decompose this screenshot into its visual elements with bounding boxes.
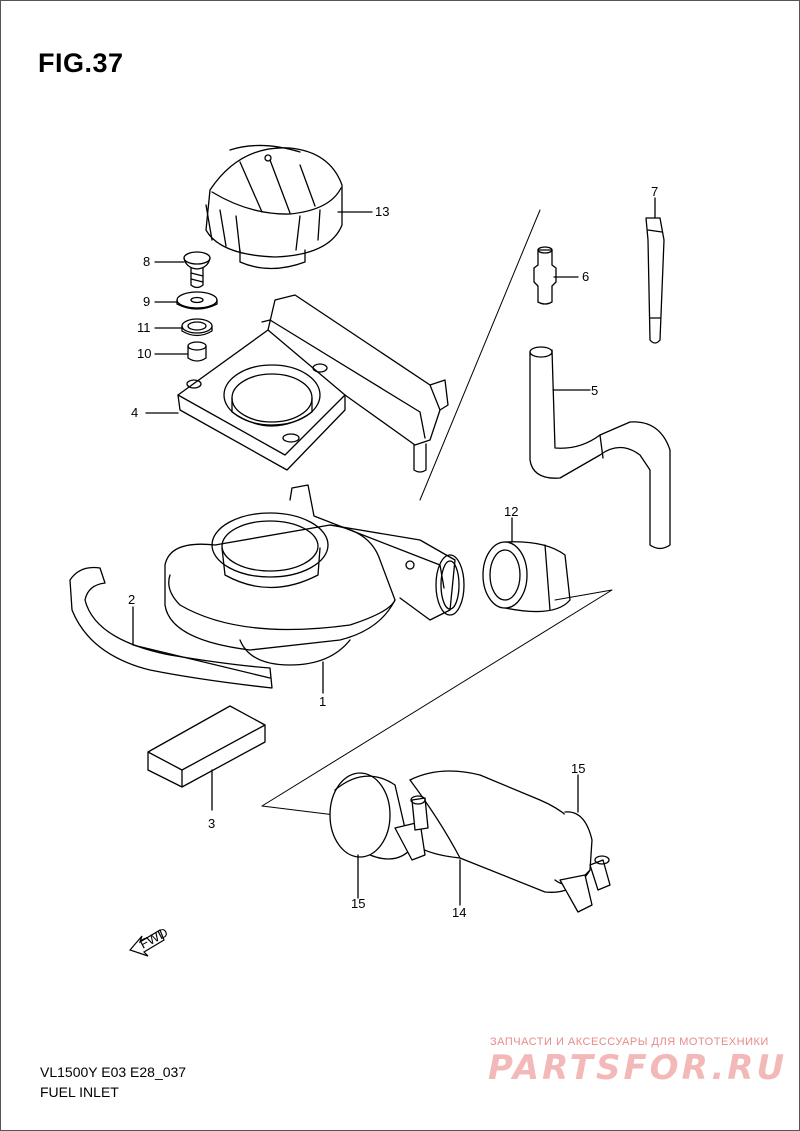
callout-4: 4	[131, 405, 138, 420]
fwd-label: FWD	[137, 925, 170, 952]
callout-7: 7	[651, 184, 658, 199]
watermark-logo: PARTSFOR.RU	[488, 1048, 788, 1088]
callout-labels: 13 8 9 11 10 4 6 7 5 12 2 1 3 15 15 14	[128, 184, 658, 920]
model-code: VL1500Y E03 E28_037	[40, 1064, 187, 1080]
hose-12-part[interactable]	[482, 541, 571, 613]
callout-9: 9	[143, 294, 150, 309]
section-name: FUEL INLET	[40, 1084, 119, 1100]
bracket-plate-part[interactable]	[177, 294, 449, 473]
pad-part[interactable]	[147, 705, 266, 788]
bolt-part[interactable]	[183, 251, 211, 289]
washer-part[interactable]	[176, 291, 218, 310]
callout-5: 5	[591, 383, 598, 398]
callout-3: 3	[208, 816, 215, 831]
forward-arrow-icon: FWD	[128, 925, 170, 957]
breather-hose-part[interactable]	[529, 346, 671, 550]
fuel-cap-part[interactable]	[205, 144, 343, 270]
collar-part[interactable]	[187, 341, 207, 362]
callout-13: 13	[375, 204, 389, 219]
joint-part[interactable]	[533, 246, 557, 305]
callout-12: 12	[504, 504, 518, 519]
hose-clamp-left-part[interactable]	[329, 772, 429, 861]
watermark-tagline: ЗАПЧАСТИ И АКСЕССУАРЫ ДЛЯ МОТОТЕХНИКИ	[490, 1036, 769, 1048]
callout-15-bottom: 15	[351, 896, 365, 911]
trim-strip-part[interactable]	[69, 566, 273, 689]
callout-11: 11	[137, 320, 151, 335]
ring-part[interactable]	[181, 318, 213, 337]
strap-clamp-part[interactable]	[645, 217, 665, 344]
callout-8: 8	[143, 254, 150, 269]
callout-14: 14	[452, 905, 466, 920]
callout-10: 10	[137, 346, 151, 361]
callout-2: 2	[128, 592, 135, 607]
callout-6: 6	[582, 269, 589, 284]
filler-neck-part[interactable]	[164, 484, 465, 666]
figure-title: FIG.37	[38, 48, 124, 78]
callout-15-top: 15	[571, 761, 585, 776]
callout-1: 1	[319, 694, 326, 709]
hose-clamp-right-part[interactable]	[554, 811, 611, 913]
